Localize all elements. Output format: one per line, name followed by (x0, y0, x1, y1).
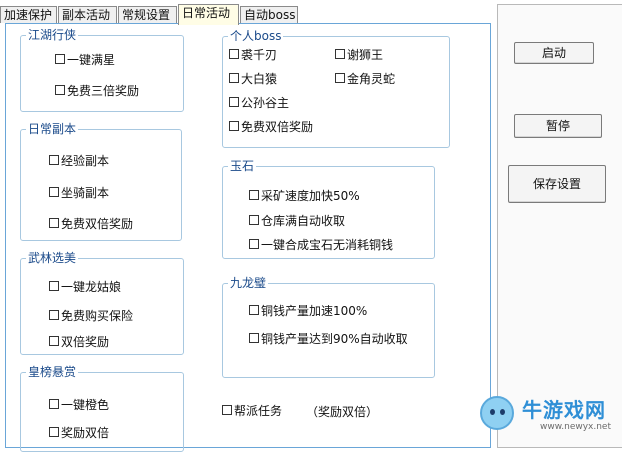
checkbox-label: 仓库满自动收取 (261, 213, 346, 228)
save-settings-button[interactable]: 保存设置 (508, 165, 606, 203)
checkbox-one-click-orange[interactable]: 一键橙色 (49, 396, 109, 412)
mascot-eye-icon (500, 409, 505, 415)
checkbox-box[interactable] (335, 49, 345, 59)
checkbox-label: 裘千刃 (241, 47, 278, 62)
group-daily-dungeon-title: 日常副本 (26, 121, 79, 137)
checkbox-label: 采矿速度加快50% (261, 188, 360, 203)
tab-general-settings[interactable]: 常规设置 (118, 6, 177, 23)
checkbox-box[interactable] (249, 239, 259, 249)
checkbox-label: 一键龙姑娘 (61, 279, 122, 294)
checkbox-box[interactable] (49, 281, 59, 291)
group-jianghu: 江湖行侠 一键满星 免费三倍奖励 (20, 27, 184, 112)
group-personal-boss: 个人boss 裘千刃 谢狮王 大白猿 金角灵蛇 公孙谷主 免费双倍奖励 (222, 28, 450, 148)
checkbox-label: 免费双倍奖励 (61, 216, 134, 231)
checkbox-boss-qiu-qianren[interactable]: 裘千刃 (229, 46, 277, 62)
group-jiulongbi: 九龙璧 铜钱产量加速100% 铜钱产量达到90%自动收取 (222, 275, 435, 378)
group-personal-boss-title: 个人boss (228, 28, 284, 44)
checkbox-label: 大白猿 (241, 71, 278, 86)
checkbox-box[interactable] (49, 427, 59, 437)
checkbox-box[interactable] (229, 73, 239, 83)
checkbox-label: 奖励双倍 (61, 425, 110, 440)
checkbox-exp-dungeon[interactable]: 经验副本 (49, 152, 109, 168)
checkbox-boss-golden-snake[interactable]: 金角灵蛇 (335, 70, 395, 86)
checkbox-box[interactable] (49, 155, 59, 165)
tab-bar: 加速保护 副本活动 常规设置 日常活动 自动boss (0, 4, 622, 25)
group-jade-title: 玉石 (228, 158, 257, 174)
checkbox-box[interactable] (222, 405, 232, 415)
checkbox-label: 金角灵蛇 (347, 71, 396, 86)
checkbox-boss-free-double[interactable]: 免费双倍奖励 (229, 118, 313, 134)
checkbox-label: 铜钱产量达到90%自动收取 (261, 331, 408, 346)
checkbox-double-reward[interactable]: 双倍奖励 (49, 333, 109, 349)
group-jiulongbi-title: 九龙璧 (228, 275, 269, 291)
checkbox-box[interactable] (55, 85, 65, 95)
checkbox-box[interactable] (229, 49, 239, 59)
checkbox-box[interactable] (229, 97, 239, 107)
checkbox-box[interactable] (249, 190, 259, 200)
checkbox-box[interactable] (49, 187, 59, 197)
checkbox-free-triple-reward[interactable]: 免费三倍奖励 (55, 82, 139, 98)
checkbox-label: 免费购买保险 (61, 308, 134, 323)
group-huangbang: 皇榜悬赏 一键橙色 奖励双倍 (20, 364, 184, 452)
checkbox-mount-dungeon[interactable]: 坐骑副本 (49, 184, 109, 200)
checkbox-box[interactable] (49, 310, 59, 320)
group-jade: 玉石 采矿速度加快50% 仓库满自动收取 一键合成宝石无消耗铜钱 (222, 158, 435, 259)
tab-speed-protect[interactable]: 加速保护 (0, 6, 57, 23)
checkbox-label: 一键满星 (67, 52, 116, 67)
checkbox-free-buy-insurance[interactable]: 免费购买保险 (49, 307, 133, 323)
checkbox-boss-gongsun[interactable]: 公孙谷主 (229, 94, 289, 110)
tab-auto-boss[interactable]: 自动boss (240, 6, 298, 23)
group-daily-dungeon: 日常副本 经验副本 坐骑副本 免费双倍奖励 (20, 121, 182, 241)
checkbox-box[interactable] (249, 305, 259, 315)
checkbox-box[interactable] (55, 54, 65, 64)
checkbox-boss-xie-shiwang[interactable]: 谢狮王 (335, 46, 383, 62)
group-jianghu-title: 江湖行侠 (26, 27, 79, 43)
group-wulin: 武林选美 一键龙姑娘 免费购买保险 双倍奖励 (20, 250, 184, 355)
tab-daily-activity[interactable]: 日常活动 (178, 4, 239, 25)
group-huangbang-title: 皇榜悬赏 (26, 364, 79, 380)
checkbox-label: 一键橙色 (61, 397, 110, 412)
checkbox-box[interactable] (49, 218, 59, 228)
checkbox-warehouse-auto-collect[interactable]: 仓库满自动收取 (249, 212, 345, 228)
checkbox-label: 双倍奖励 (61, 334, 110, 349)
checkbox-mining-speed[interactable]: 采矿速度加快50% (249, 187, 360, 203)
mascot-logo-icon (480, 396, 514, 430)
control-panel: 启动 暂停 保存设置 (497, 4, 622, 448)
start-button[interactable]: 启动 (514, 42, 594, 64)
checkbox-label: 帮派任务 (234, 403, 283, 418)
checkbox-box[interactable] (49, 399, 59, 409)
checkbox-box[interactable] (249, 333, 259, 343)
checkbox-label: 免费双倍奖励 (241, 119, 314, 134)
checkbox-coin-auto-collect[interactable]: 铜钱产量达到90%自动收取 (249, 330, 408, 346)
checkbox-box[interactable] (249, 215, 259, 225)
checkbox-box[interactable] (229, 121, 239, 131)
checkbox-label: 铜钱产量加速100% (261, 303, 368, 318)
checkbox-label: 经验副本 (61, 153, 110, 168)
guild-task-note: （奖励双倍） (306, 405, 379, 419)
checkbox-label: 一键合成宝石无消耗铜钱 (261, 237, 394, 252)
checkbox-box[interactable] (49, 336, 59, 346)
checkbox-label: 免费三倍奖励 (67, 83, 140, 98)
group-wulin-title: 武林选美 (26, 250, 79, 266)
checkbox-gem-compose[interactable]: 一键合成宝石无消耗铜钱 (249, 236, 393, 252)
checkbox-boss-white-ape[interactable]: 大白猿 (229, 70, 277, 86)
site-watermark: 牛游戏网 www.newyx.net (470, 392, 620, 442)
checkbox-free-double-reward[interactable]: 免费双倍奖励 (49, 215, 133, 231)
tab-dungeon-activity[interactable]: 副本活动 (58, 6, 117, 23)
checkbox-guild-task[interactable]: 帮派任务 (222, 402, 282, 418)
checkbox-coin-speed[interactable]: 铜钱产量加速100% (249, 302, 367, 318)
mascot-eye-icon (490, 409, 495, 415)
daily-activity-panel: 江湖行侠 一键满星 免费三倍奖励 日常副本 经验副本 坐骑副本 免费双倍奖励 武… (5, 23, 491, 452)
checkbox-label: 公孙谷主 (241, 95, 290, 110)
pause-button[interactable]: 暂停 (514, 114, 602, 138)
checkbox-label: 坐骑副本 (61, 185, 110, 200)
watermark-url: www.newyx.net (540, 422, 612, 432)
checkbox-reward-double[interactable]: 奖励双倍 (49, 424, 109, 440)
checkbox-one-click-full-star[interactable]: 一键满星 (55, 51, 115, 67)
checkbox-box[interactable] (335, 73, 345, 83)
checkbox-one-click-dragon-girl[interactable]: 一键龙姑娘 (49, 278, 121, 294)
watermark-text: 牛游戏网 (522, 398, 606, 422)
checkbox-label: 谢狮王 (347, 47, 384, 62)
